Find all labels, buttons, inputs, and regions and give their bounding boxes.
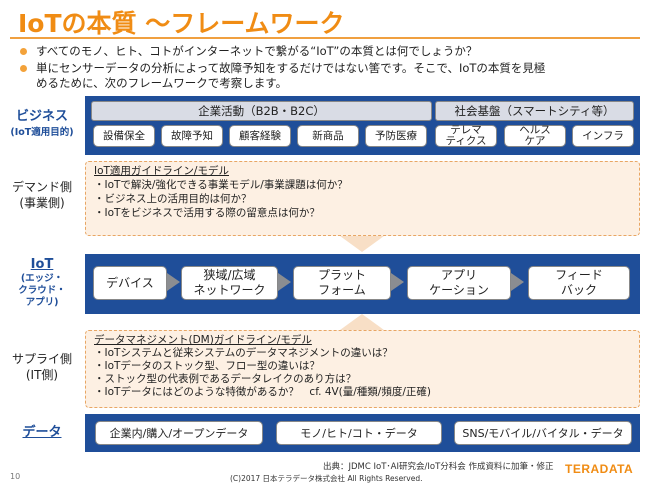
label-iot-sub1: (エッジ・ bbox=[20, 273, 64, 284]
business-item: 故障予知 bbox=[161, 125, 223, 147]
social-infra-header: 社会基盤（スマートシティ等） bbox=[435, 101, 634, 121]
source-note: 出典：JDMC IoT･AI研究会/IoT分科会 作成資料に加筆・修正 bbox=[323, 462, 554, 472]
down-arrow-icon bbox=[340, 236, 384, 252]
business-item: 新商品 bbox=[297, 125, 359, 147]
label-business-sub: (IoT適用目的) bbox=[10, 127, 74, 138]
page-title: IoTの本質 ～フレームワーク bbox=[18, 9, 345, 38]
demand-line: ・IoTで解決/強化できる事業モデル/事業課題は何か？ bbox=[94, 179, 348, 191]
business-item: 予防医療 bbox=[365, 125, 427, 147]
corp-activity-header: 企業活動（B2B・B2C） bbox=[91, 101, 432, 121]
label-supply-sub: (IT側) bbox=[25, 368, 59, 382]
supply-line: ・IoTデータのストック型、フロー型の違いは？ bbox=[94, 360, 320, 372]
demand-heading: IoT適用ガイドライン/モデル bbox=[94, 165, 229, 177]
supply-line: ・ストック型の代表例であるデータレイクのあり方は？ bbox=[94, 373, 357, 385]
supply-heading: データマネジメント(DM)ガイドライン/モデル bbox=[94, 334, 312, 346]
business-item: インフラ bbox=[572, 125, 634, 147]
supply-line: ・IoTシステムと従来システムのデータマネジメントの違いは？ bbox=[94, 347, 393, 359]
label-iot-sub2: クラウド・ bbox=[18, 285, 66, 296]
right-arrow-icon bbox=[511, 273, 524, 291]
title-underline bbox=[10, 37, 640, 39]
business-item: 設備保全 bbox=[93, 125, 155, 147]
demand-line: ・IoTをビジネスで活用する際の留意点は何か？ bbox=[94, 207, 320, 219]
right-arrow-icon bbox=[167, 273, 180, 291]
label-data: データ bbox=[22, 425, 62, 440]
label-demand-sub: (事業側) bbox=[19, 196, 65, 210]
label-demand: デマンド側 bbox=[11, 180, 72, 194]
label-iot: IoT bbox=[30, 257, 54, 272]
up-arrow-icon bbox=[340, 314, 384, 330]
label-iot-sub3: アプリ) bbox=[25, 297, 59, 308]
demand-guideline-box: IoT適用ガイドライン/モデル ・IoTで解決/強化できる事業モデル/事業課題は… bbox=[85, 161, 640, 236]
data-item: SNS/モバイル/バイタル・データ bbox=[454, 421, 632, 445]
bullet-dot-icon bbox=[20, 48, 27, 55]
data-band: 企業内/購入/オープンデータ モノ/ヒト/コト・データ SNS/モバイル/バイタ… bbox=[85, 414, 640, 452]
iot-step: デバイス bbox=[93, 266, 167, 300]
right-arrow-icon bbox=[391, 273, 404, 291]
iot-step: 狭域/広域ネットワーク bbox=[181, 266, 278, 300]
teradata-logo: TERADATA bbox=[565, 462, 634, 476]
business-item: テレマティクス bbox=[435, 125, 497, 147]
supply-line: ・IoTデータにはどのような特徴があるか？ cf. 4V(量/種類/頻度/正確) bbox=[94, 386, 431, 398]
bullet-1: すべてのモノ、ヒト、コトがインターネットで繋がる“IoT”の本質とは何でしょうか… bbox=[20, 44, 640, 59]
iot-step: アプリケーション bbox=[407, 266, 511, 300]
business-item: 顧客経験 bbox=[229, 125, 291, 147]
bullet-2: 単にセンサーデータの分析によって故障予知をするだけではない筈です。そこで、IoT… bbox=[20, 61, 640, 91]
business-band: 企業活動（B2B・B2C） 社会基盤（スマートシティ等） 設備保全 故障予知 顧… bbox=[85, 96, 640, 155]
iot-step: フィードバック bbox=[528, 266, 630, 300]
label-business: ビジネス bbox=[15, 109, 68, 124]
bullet-dot-icon bbox=[20, 65, 27, 72]
iot-step: プラットフォーム bbox=[293, 266, 391, 300]
copyright: (C)2017 日本テラデータ株式会社 All Rights Reserved. bbox=[230, 474, 423, 483]
supply-guideline-box: データマネジメント(DM)ガイドライン/モデル ・IoTシステムと従来システムの… bbox=[85, 330, 640, 408]
demand-line: ・ビジネス上の活用目的は何か？ bbox=[94, 193, 252, 205]
iot-band: デバイス 狭域/広域ネットワーク プラットフォーム アプリケーション フィードバ… bbox=[85, 254, 640, 314]
data-item: モノ/ヒト/コト・データ bbox=[276, 421, 442, 445]
label-supply: サプライ側 bbox=[11, 352, 72, 366]
data-item: 企業内/購入/オープンデータ bbox=[95, 421, 263, 445]
business-item: ヘルスケア bbox=[504, 125, 566, 147]
page-number: 10 bbox=[10, 472, 21, 481]
right-arrow-icon bbox=[278, 273, 291, 291]
